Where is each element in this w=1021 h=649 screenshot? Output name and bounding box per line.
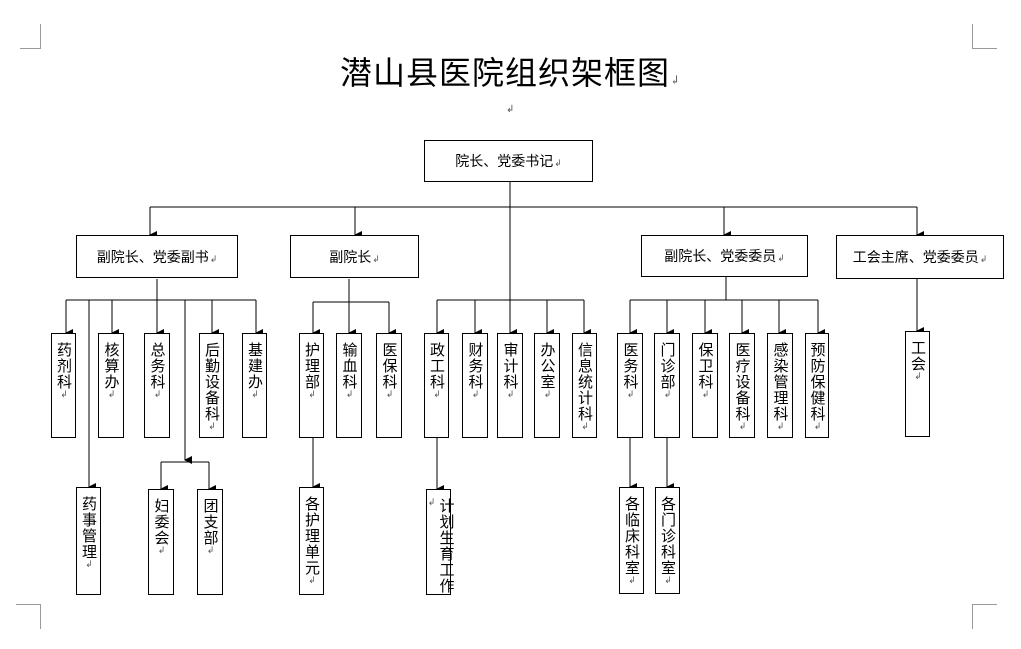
org-node-label: 药剂科 bbox=[55, 342, 73, 437]
document-title: 潜山县医院组织架框图↲ bbox=[0, 48, 1021, 94]
org-node-subunit: 计划生育工作 bbox=[424, 489, 456, 595]
org-node-dept: 信息统计科 bbox=[572, 333, 597, 438]
org-node-label: 政工科 bbox=[428, 342, 446, 437]
org-node-subunit: 各临床科室 bbox=[619, 487, 644, 594]
org-node-label: 副院长、党委副书 bbox=[97, 247, 218, 267]
org-node-dept: 感染管理科 bbox=[767, 333, 793, 438]
org-node-label: 工会 bbox=[909, 340, 927, 436]
org-node-label: 基建办 bbox=[246, 342, 264, 437]
org-node-dept: 审计科 bbox=[497, 333, 523, 438]
org-node-dept: 医保科 bbox=[376, 333, 402, 438]
org-node-dept: 输血科 bbox=[336, 333, 362, 438]
org-node-label: 妇委会 bbox=[153, 498, 171, 594]
org-node-dept: 政工科 bbox=[424, 333, 449, 438]
org-node-label: 医务科 bbox=[622, 342, 640, 437]
org-node-subunit: 妇委会 bbox=[148, 489, 174, 595]
org-node-level1-deputy-party-member: 副院长、党委委员 bbox=[641, 235, 808, 277]
org-node-label: 门诊部 bbox=[659, 342, 677, 437]
org-node-label: 预防保健科 bbox=[809, 342, 827, 437]
org-node-level1-deputy: 副院长 bbox=[290, 235, 419, 278]
org-node-label: 副院长、党委委员 bbox=[664, 246, 785, 266]
org-node-subunit: 各护理单元 bbox=[299, 487, 324, 595]
org-node-label: 医疗设备科 bbox=[734, 342, 752, 437]
org-node-dept: 总务科 bbox=[144, 333, 170, 438]
org-node-dept: 门诊部 bbox=[654, 333, 680, 438]
org-node-label: 药事管理 bbox=[80, 496, 98, 594]
org-node-label: 各门诊科室 bbox=[659, 496, 677, 593]
paragraph-mark-icon: ↲ bbox=[669, 73, 682, 87]
org-node-root: 院长、党委书记 bbox=[424, 140, 593, 182]
org-node-label: 工会主席、党委委员 bbox=[853, 247, 988, 267]
org-node-label: 各护理单元 bbox=[303, 496, 321, 594]
org-node-label: 总务科 bbox=[149, 342, 167, 437]
page-corner-mark-bottom-right bbox=[972, 604, 997, 629]
org-node-dept: 保卫科 bbox=[692, 333, 718, 438]
org-node-dept-union: 工会 bbox=[905, 331, 930, 437]
org-node-dept: 办公室 bbox=[534, 333, 560, 438]
org-node-label: 感染管理科 bbox=[772, 342, 790, 437]
org-node-subunit: 各门诊科室 bbox=[655, 487, 680, 594]
org-node-label: 副院长 bbox=[329, 247, 380, 267]
org-node-label: 核算办 bbox=[103, 342, 121, 437]
org-node-dept: 医务科 bbox=[617, 333, 643, 438]
org-node-label: 计划生育工作 bbox=[424, 498, 456, 594]
org-node-level1-union-chair: 工会主席、党委委员 bbox=[836, 235, 1004, 279]
org-node-dept: 预防保健科 bbox=[805, 333, 829, 438]
org-node-label: 护理部 bbox=[303, 342, 321, 437]
document-title-text: 潜山县医院组织架框图 bbox=[339, 54, 670, 92]
page-corner-mark-top-right bbox=[972, 24, 997, 49]
org-node-label: 各临床科室 bbox=[623, 496, 641, 593]
org-node-subunit: 团支部 bbox=[197, 489, 223, 595]
page-corner-mark-top-left bbox=[20, 24, 41, 49]
org-node-level1-deputy-party-deputy: 副院长、党委副书 bbox=[76, 235, 238, 278]
paragraph-mark-icon: ↲ bbox=[506, 104, 515, 115]
org-node-root-label: 院长、党委书记 bbox=[455, 151, 562, 171]
org-node-dept: 财务科 bbox=[462, 333, 488, 438]
org-node-label: 后勤设备科 bbox=[203, 342, 221, 437]
org-node-label: 办公室 bbox=[539, 342, 557, 437]
org-node-dept: 医疗设备科 bbox=[729, 333, 755, 438]
page-corner-mark-bottom-left bbox=[16, 604, 41, 629]
org-node-label: 财务科 bbox=[467, 342, 485, 437]
org-node-dept: 基建办 bbox=[242, 333, 267, 438]
org-node-subunit: 药事管理 bbox=[76, 487, 101, 595]
org-node-label: 信息统计科 bbox=[576, 342, 594, 437]
org-node-label: 输血科 bbox=[341, 342, 359, 437]
org-node-label: 审计科 bbox=[502, 342, 520, 437]
org-node-dept: 护理部 bbox=[299, 333, 324, 438]
org-node-label: 团支部 bbox=[202, 498, 220, 594]
org-node-label: 医保科 bbox=[381, 342, 399, 437]
org-node-label: 保卫科 bbox=[697, 342, 715, 437]
org-node-dept: 药剂科 bbox=[51, 333, 76, 438]
org-node-dept: 后勤设备科 bbox=[199, 333, 224, 438]
org-node-dept: 核算办 bbox=[98, 333, 124, 438]
